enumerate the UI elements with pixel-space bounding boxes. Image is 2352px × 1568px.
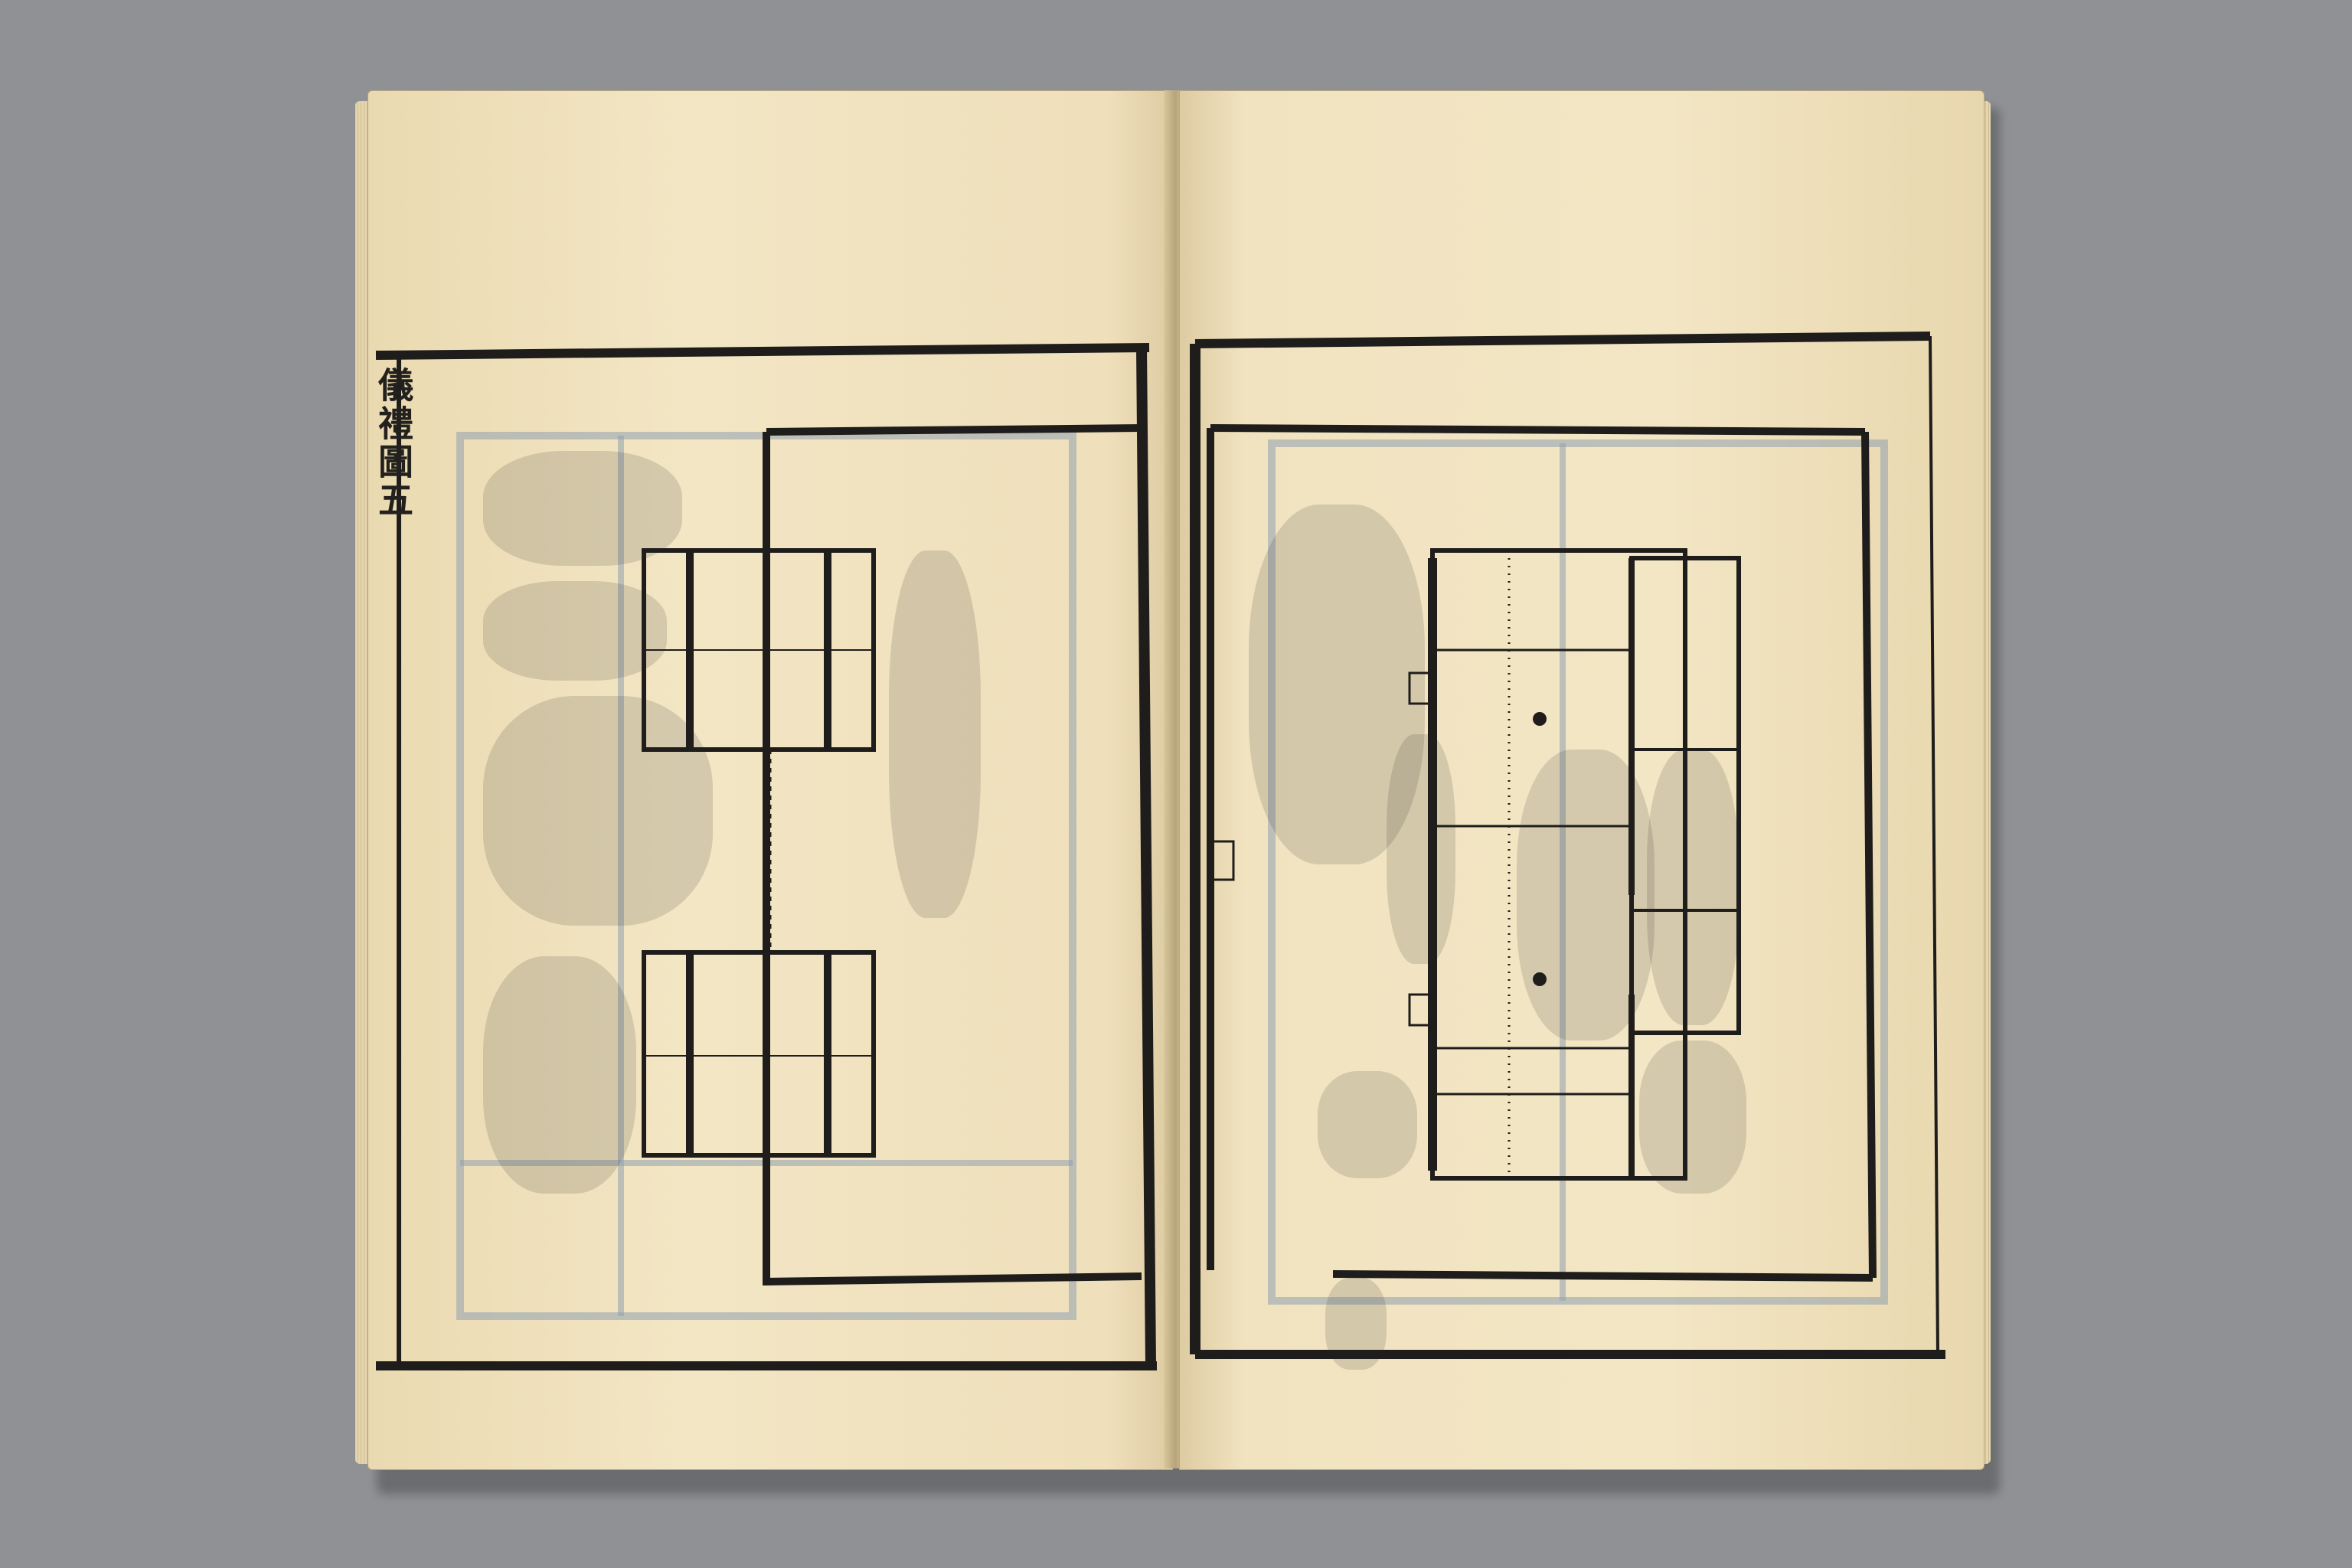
- ink-annotation: [889, 550, 981, 918]
- ink-annotation: [1517, 750, 1655, 1040]
- ink-annotation: [1318, 1071, 1417, 1178]
- ink-annotation: [1387, 734, 1455, 964]
- left-margin-title: 儀禮圖五: [373, 367, 414, 520]
- ink-annotation: [1639, 1040, 1746, 1194]
- ink-annotation: [1647, 750, 1739, 1025]
- left-page-diagram: [375, 343, 1157, 1370]
- ink-annotation: [483, 956, 636, 1194]
- ink-annotation: [483, 696, 713, 926]
- right-page-diagram: [1190, 332, 1945, 1359]
- right-page: [1179, 90, 1984, 1470]
- ink-annotation: [483, 451, 682, 566]
- ink-annotation: [1325, 1278, 1387, 1370]
- open-book: 儀禮圖五: [355, 90, 2000, 1494]
- ink-annotation: [483, 581, 667, 681]
- ink-annotation: [1249, 505, 1425, 864]
- left-page: 儀禮圖五: [368, 90, 1173, 1470]
